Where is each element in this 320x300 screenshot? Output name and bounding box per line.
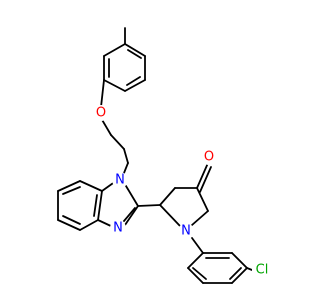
benzimidazole-n1-label: N xyxy=(112,172,128,188)
carbonyl-oxygen-text: O xyxy=(204,150,214,165)
benzimidazole-n3-label: N xyxy=(110,220,126,236)
benzimidazole-n1-text: N xyxy=(115,173,125,188)
chemical-structure-diagram: O N N N O Cl xyxy=(57,27,273,284)
atom-labels: O N N N O Cl xyxy=(93,105,273,278)
chlorine-label: Cl xyxy=(252,261,273,278)
ether-oxygen-text: O xyxy=(96,106,106,121)
ether-oxygen-label: O xyxy=(93,105,109,121)
benzimidazole-n3-text: N xyxy=(113,221,123,236)
pyrrolidinone-nitrogen-text: N xyxy=(181,224,191,239)
chlorine-text: Cl xyxy=(256,263,269,278)
carbonyl-oxygen-label: O xyxy=(201,149,217,165)
pyrrolidinone-nitrogen-label: N xyxy=(178,223,194,239)
bond-lines xyxy=(57,27,253,284)
